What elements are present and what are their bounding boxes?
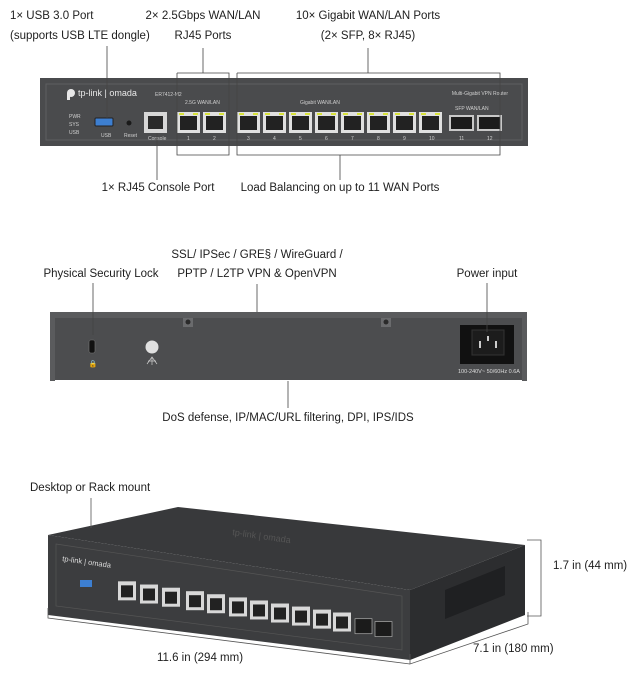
router-perspective: tp-link | omada tp-link | omada xyxy=(48,507,525,660)
lock-icon: 🔒 xyxy=(89,360,98,368)
led-label-sys: SYS xyxy=(69,122,80,128)
port-number: 1 xyxy=(187,136,190,142)
port-number: 12 xyxy=(487,136,493,142)
height-dimension: 1.7 in (44 mm) xyxy=(553,560,628,572)
rj45-port-9[interactable]: 9 xyxy=(393,112,416,142)
power-rating: 100-240V~ 50/60Hz 0.6A xyxy=(458,369,520,375)
dimension-lines xyxy=(47,498,542,665)
rj45-port[interactable] xyxy=(162,587,180,607)
rj45-port-4[interactable]: 4 xyxy=(263,112,286,142)
ground-screw-icon xyxy=(145,340,159,354)
model-text: ER7412-M2 xyxy=(155,92,182,98)
security-lock-slot[interactable] xyxy=(88,339,96,354)
perspective-ports xyxy=(80,580,393,637)
group-sfp-label: SFP WAN/LAN xyxy=(455,106,489,112)
sfp-port-11[interactable]: 11 xyxy=(449,115,474,142)
rj45-port-2[interactable]: 2 xyxy=(203,112,226,142)
wan25-callout-line2: RJ45 Ports xyxy=(174,30,232,42)
rj45-port-8[interactable]: 8 xyxy=(367,112,390,142)
port-number: 8 xyxy=(377,136,380,142)
depth-dimension: 7.1 in (180 mm) xyxy=(473,643,554,655)
usb-callout-line2: (supports USB LTE dongle) xyxy=(10,30,150,42)
led-label-pwr: PWR xyxy=(69,114,81,120)
led-label-usb: USB xyxy=(69,130,80,136)
vent-grille xyxy=(445,566,505,619)
sfp-port[interactable] xyxy=(374,621,393,637)
reset-button[interactable] xyxy=(126,120,132,126)
port-number: 2 xyxy=(213,136,216,142)
port-number: 9 xyxy=(403,136,406,142)
rj45-port[interactable] xyxy=(333,612,351,632)
reset-label: Reset xyxy=(124,133,138,139)
port-number: 3 xyxy=(247,136,250,142)
sfp-port[interactable] xyxy=(354,618,373,635)
width-dimension: 11.6 in (294 mm) xyxy=(156,652,244,664)
rj45-port-1[interactable]: 1 xyxy=(177,112,200,142)
rj45-port[interactable] xyxy=(186,591,204,611)
port-number: 11 xyxy=(459,136,464,142)
group-gig-label: Gigabit WAN/LAN xyxy=(300,100,340,106)
rj45-port-5[interactable]: 5 xyxy=(289,112,312,142)
rj45-port[interactable] xyxy=(292,606,310,626)
vpn-callout-line2: PPTP / L2TP VPN & OpenVPN xyxy=(177,268,337,280)
port-number: 6 xyxy=(325,136,328,142)
front-callout-lines xyxy=(106,46,501,180)
subtitle-text: Multi-Gigabit VPN Router xyxy=(452,91,508,97)
console-port[interactable] xyxy=(118,581,136,601)
lock-callout: Physical Security Lock xyxy=(43,268,159,280)
vpn-callout-line1: SSL/ IPSec / GRE§ / WireGuard / xyxy=(171,249,343,261)
group-25g-label: 2.5G WAN/LAN xyxy=(185,100,220,106)
brand-text: tp-link | omada xyxy=(78,88,137,98)
rj45-port-7[interactable]: 7 xyxy=(341,112,364,142)
gigabit-callout-line1: 10× Gigabit WAN/LAN Ports xyxy=(295,10,441,22)
front-panel: tp-link | omada ER7412-M2 Multi-Gigabit … xyxy=(40,78,528,146)
rj45-port[interactable] xyxy=(140,584,158,604)
gigabit-callout-line2: (2× SFP, 8× RJ45) xyxy=(320,30,416,42)
rj45-port-10[interactable]: 10 xyxy=(419,112,442,142)
rj45-port-3[interactable]: 3 xyxy=(237,112,260,142)
port-number: 10 xyxy=(429,136,435,142)
security-callout: DoS defense, IP/MAC/URL filtering, DPI, … xyxy=(162,412,414,424)
rear-callout-lines xyxy=(92,283,488,408)
usb-port[interactable] xyxy=(80,580,92,587)
usb-label: USB xyxy=(101,133,112,139)
ground-symbol-icon xyxy=(146,356,158,365)
port-number: 4 xyxy=(273,136,276,142)
rj45-port-6[interactable]: 6 xyxy=(315,112,338,142)
usb-callout-line1: 1× USB 3.0 Port xyxy=(10,10,94,22)
rj45-port[interactable] xyxy=(271,603,289,623)
port-number: 5 xyxy=(299,136,302,142)
rj45-port[interactable] xyxy=(250,600,268,620)
mount-label: Desktop or Rack mount xyxy=(30,482,151,494)
wan25-callout-line1: 2× 2.5Gbps WAN/LAN xyxy=(145,10,261,22)
port-number: 7 xyxy=(351,136,354,142)
rj45-port[interactable] xyxy=(229,597,247,617)
sfp-port-12[interactable]: 12 xyxy=(477,115,502,142)
load-balancing-callout: Load Balancing on up to 11 WAN Ports xyxy=(240,182,440,194)
usb-port[interactable] xyxy=(94,117,114,127)
console-callout: 1× RJ45 Console Port xyxy=(101,182,215,194)
led-labels: PWR SYS USB xyxy=(69,114,81,136)
tp-link-omada-logo: tp-link | omada xyxy=(67,88,137,100)
power-callout: Power input xyxy=(456,268,518,280)
rear-panel: 🔒 100-240V~ 50/60Hz 0.6A xyxy=(50,312,527,381)
rj45-port[interactable] xyxy=(313,609,331,629)
rj45-port[interactable] xyxy=(207,594,225,614)
